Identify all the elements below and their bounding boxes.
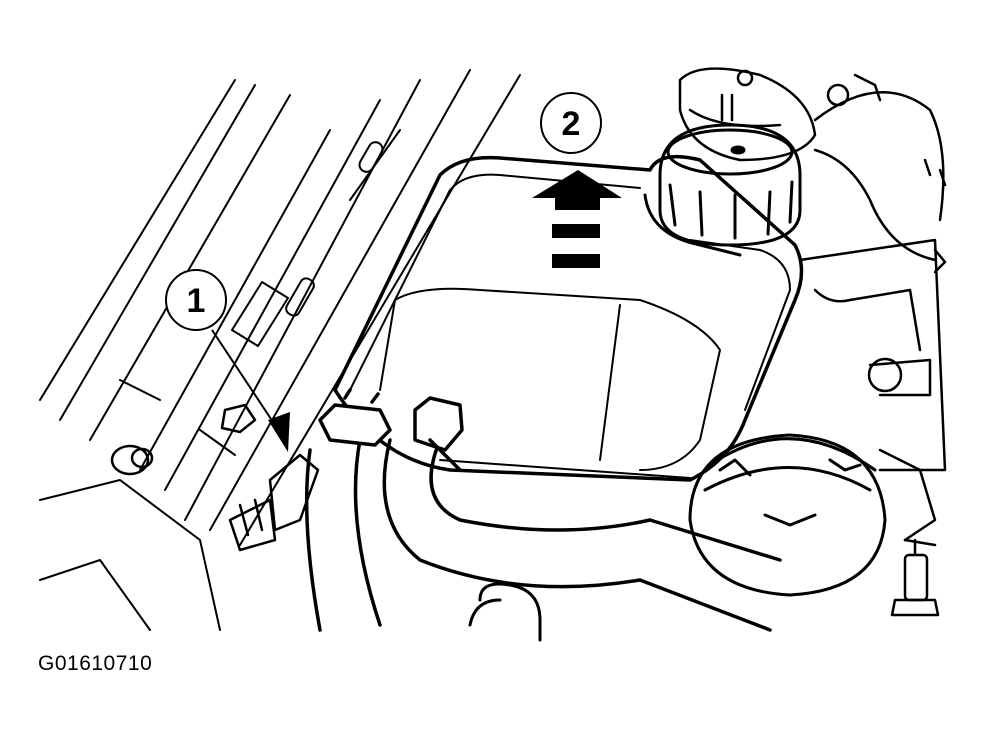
callout-1-label: 1 <box>187 282 206 320</box>
right-bracket <box>798 238 947 617</box>
body-panel-lines <box>39 69 521 631</box>
lift-up-arrow-icon <box>532 170 622 268</box>
mounting-bolt-left <box>110 403 257 476</box>
callout-1: 1 <box>165 269 227 331</box>
strut-tower <box>678 67 947 262</box>
figure-code: G01610710 <box>38 652 153 675</box>
lower-hose <box>468 582 542 642</box>
coolant-hose-right <box>382 396 782 632</box>
coolant-hose-left <box>304 388 392 632</box>
callout-2: 2 <box>540 92 602 154</box>
brake-fluid-cap <box>688 433 887 597</box>
coolant-reservoir <box>333 154 804 482</box>
reservoir-filler-cap <box>643 123 802 257</box>
callout-2-label: 2 <box>562 105 581 143</box>
hose-clip-bracket <box>228 453 320 552</box>
callout-1-leader-arrow <box>211 329 290 452</box>
